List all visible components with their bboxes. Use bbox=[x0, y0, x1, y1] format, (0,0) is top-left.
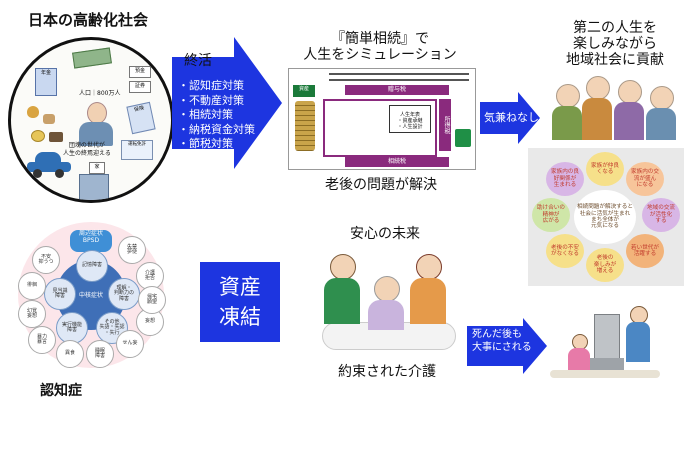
handbag-icon bbox=[43, 114, 55, 124]
core-title: 中核症状 bbox=[78, 292, 103, 299]
simulation-result: 老後の問題が解決 bbox=[325, 177, 437, 193]
society-caption: 団塊の世代が 人生の終焉迎える bbox=[63, 142, 111, 157]
securities-tag: 証券 bbox=[129, 81, 151, 93]
asset-freeze-box: 資産 凍結 bbox=[200, 262, 280, 342]
asset-box: 資産 bbox=[293, 85, 315, 97]
building-icon bbox=[79, 174, 109, 200]
gravestone-icon bbox=[594, 314, 620, 364]
item-real-estate: ・不動産対策 bbox=[178, 93, 244, 107]
timeline-bar-1 bbox=[329, 73, 469, 75]
memorial-label: 死んだ後も 大事にされる bbox=[472, 329, 532, 353]
petal-6: 老後の不安 がなくなる bbox=[546, 234, 584, 268]
memorial-arrow bbox=[467, 318, 547, 374]
society-title: 日本の高齢化社会 bbox=[28, 11, 149, 29]
item-tax-saving: ・節税対策 bbox=[178, 137, 233, 150]
flower-diagram: 家族が仲良 くなる 家族内の交 流が盛ん になる 地域の交流 が活性化 する 若… bbox=[528, 148, 684, 286]
care-illustration bbox=[318, 248, 460, 360]
savings-tag: 預金 bbox=[129, 66, 151, 78]
simulation-title: 『簡単相続』で 人生をシミュレーション bbox=[303, 31, 457, 64]
contribution-text: 第二の人生を 楽しみながら 地域社会に貢献 bbox=[566, 20, 664, 69]
symptom-refusal: 介護 拒否 bbox=[136, 262, 164, 290]
timeline-bar-2 bbox=[329, 79, 469, 81]
jewelry-icon bbox=[31, 130, 45, 142]
dementia-label: 認知症 bbox=[40, 383, 82, 399]
shukatsu-label: 終活 bbox=[184, 53, 212, 69]
main-arrow bbox=[172, 37, 282, 169]
petal-8: 家族内の良 好関係が 生まれる bbox=[546, 162, 584, 196]
care-top-label: 安心の未来 bbox=[350, 226, 420, 242]
core-judgement: 理解・ 判断力の 障害 bbox=[108, 278, 140, 310]
item-tax-funds: ・納税資金対策 bbox=[178, 122, 255, 136]
petal-4: 若い世代が 活躍する bbox=[626, 234, 664, 268]
dementia-circle: 周辺症状 BPSD 中核症状 記憶障害 見当識 障害 理解・ 判断力の 障害 実… bbox=[18, 222, 166, 368]
money-bag-icon bbox=[27, 106, 39, 118]
symptom-wandering: 徘徊 bbox=[18, 272, 46, 300]
symptom-homing: 帰宅 願望 bbox=[138, 286, 166, 314]
income-tax-box: 所得税 bbox=[439, 99, 451, 151]
petal-2: 家族内の交 流が盛ん になる bbox=[626, 162, 664, 196]
coin-stack-icon bbox=[295, 101, 315, 151]
care-bottom-label: 約束された介護 bbox=[338, 364, 436, 380]
inheritance-tax-box: 相続税 bbox=[345, 157, 449, 167]
banknotes-icon bbox=[72, 47, 112, 69]
relief-arrow bbox=[480, 92, 540, 144]
grave-visit-illustration bbox=[550, 300, 660, 380]
elderly-man-icon bbox=[75, 102, 117, 148]
core-orientation: 見当識 障害 bbox=[44, 278, 76, 310]
item-dementia: ・認知症対策 bbox=[178, 79, 244, 92]
petal-7: 助け合いの 精神が 広がる bbox=[532, 198, 570, 232]
petal-1: 家族が仲良 くなる bbox=[586, 152, 624, 186]
house-tag: 家 bbox=[89, 162, 105, 174]
symptom-violence: 暴力 暴言 bbox=[28, 326, 56, 354]
insurance-doc-icon: 保険 bbox=[126, 101, 156, 135]
simulation-diagram: 贈与税 資産 人生年表 ・資産承継 ・人生設計 所得税 相続税 bbox=[288, 68, 476, 170]
flower-center: 相続問題が解決すると 社会に活気が生まれ まち全体が 元気になる bbox=[574, 190, 636, 244]
license-card-icon: 運転免許 bbox=[121, 140, 153, 160]
pension-book-icon: 年金 bbox=[35, 68, 57, 96]
shukatsu-items: ・認知症対策 ・不動産対策 ・相続対策 ・納税資金対策 ・節税対策 bbox=[178, 79, 255, 152]
symptom-hallucination: 幻覚 妄想 bbox=[18, 300, 46, 328]
symptom-incontinence: 失禁 夢便 bbox=[118, 236, 146, 264]
relief-label: 気兼ねなし bbox=[484, 111, 539, 124]
item-inheritance: ・相続対策 bbox=[178, 108, 233, 121]
core-memory: 記憶障害 bbox=[76, 250, 108, 282]
life-chronology-box: 人生年表 ・資産承継 ・人生設計 bbox=[389, 105, 431, 133]
gift-tax-box: 贈与税 bbox=[345, 85, 449, 95]
symptom-pica: 異食 bbox=[56, 340, 84, 368]
elderly-group-illustration bbox=[552, 70, 684, 142]
symptom-anxiety: 不安 抑うつ bbox=[32, 246, 60, 274]
symptom-delirium: せん妄 bbox=[116, 330, 144, 358]
tag-pension: 年金 bbox=[40, 70, 51, 76]
symptom-sleep: 睡眠 障害 bbox=[86, 340, 114, 368]
petal-5: 老後の 楽しみが 増える bbox=[586, 248, 624, 282]
car-icon bbox=[27, 152, 71, 178]
excel-icon bbox=[455, 129, 471, 147]
wallet-icon bbox=[49, 132, 63, 142]
society-circle: 年金 預金 証券 人口｜800万人 保険 団塊の世代が 人生の終焉迎える 家 運… bbox=[8, 37, 174, 203]
population-label: 人口｜800万人 bbox=[79, 90, 121, 97]
bpsd-title: 周辺症状 BPSD bbox=[70, 230, 112, 252]
petal-3: 地域の交流 が活性化 する bbox=[642, 198, 680, 232]
